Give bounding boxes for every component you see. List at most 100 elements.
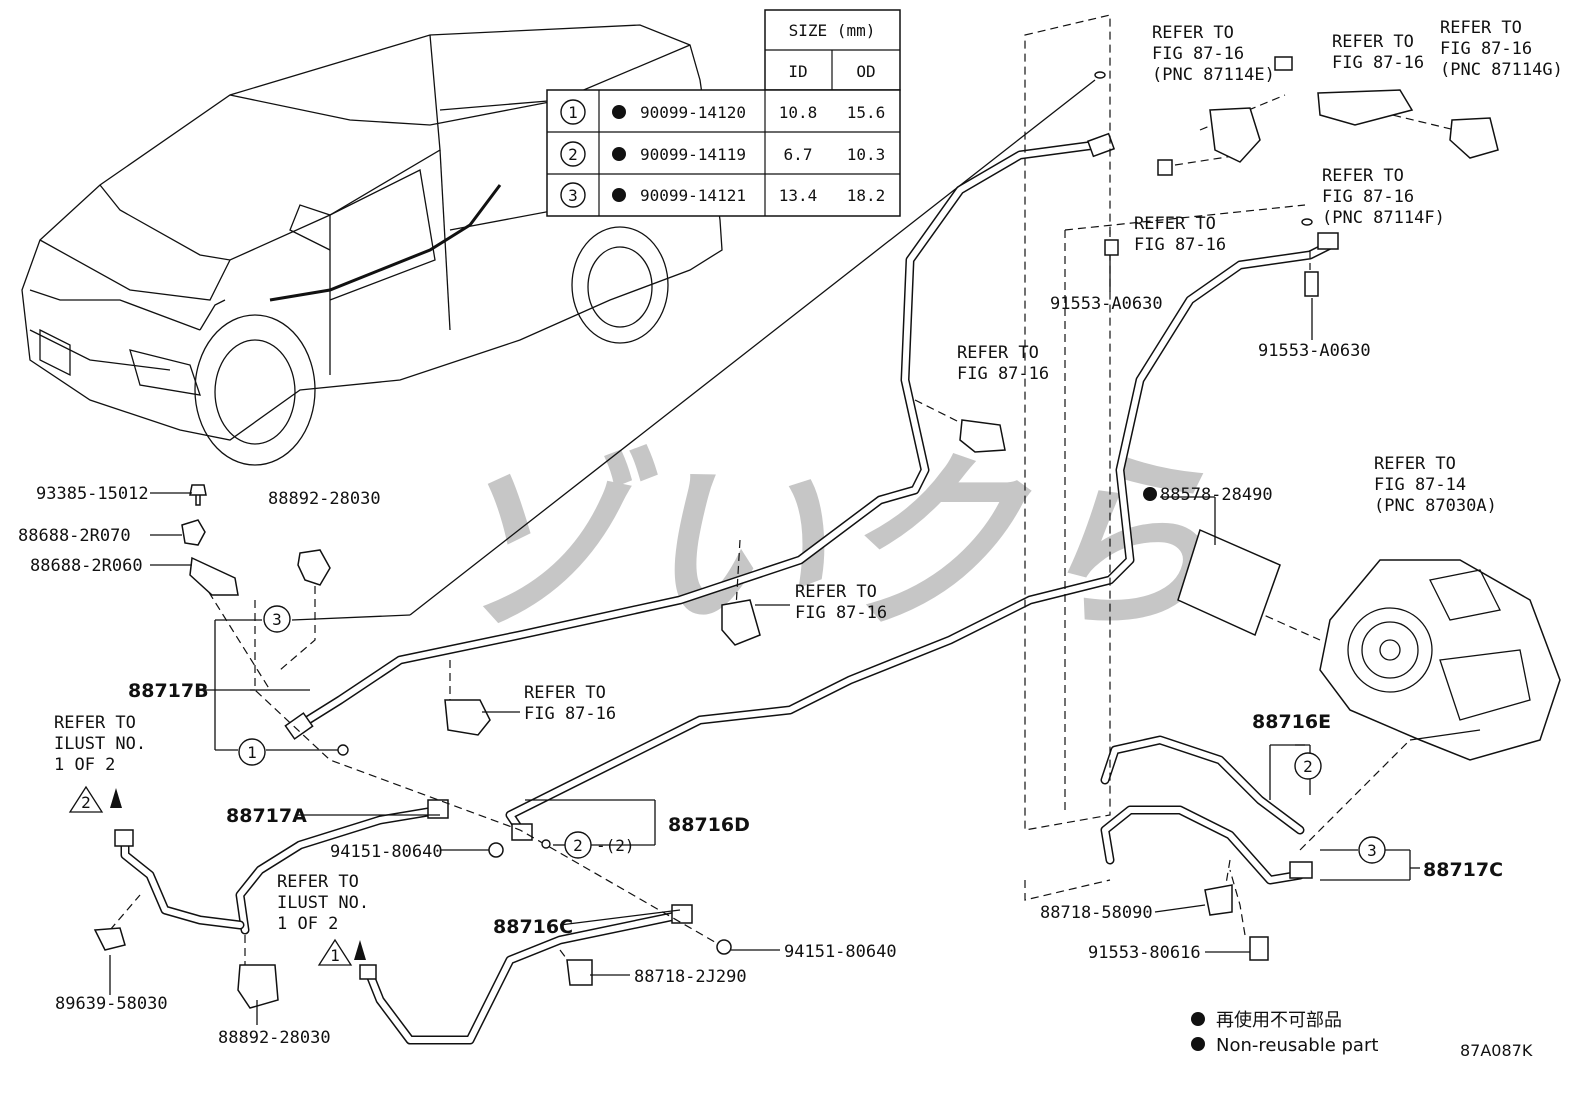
label-94151-80640-b: 94151-80640 [784, 942, 897, 962]
o-ring-icon [541, 839, 551, 849]
callout-3-c-label: 3 [1367, 841, 1377, 860]
o-ring-icon [337, 744, 349, 756]
non-reusable-dot [1191, 1037, 1205, 1051]
bolt-icon [1304, 271, 1319, 297]
label-88716C: 88716C [493, 916, 573, 938]
table-row-1-part: 90099-14120 [640, 103, 746, 122]
callout-1 [238, 738, 266, 766]
pipe-88717A [235, 799, 449, 935]
table-row-1-circle [560, 99, 586, 125]
pipe-88717B [284, 132, 1116, 740]
pipe-left-lower [114, 829, 245, 930]
clip-icon [721, 599, 761, 646]
table-row-1-od: 15.6 [847, 103, 886, 122]
label-88717A: 88717A [226, 805, 307, 827]
label-91553-A0630-b: 91553-A0630 [1258, 341, 1371, 361]
label-88718-58090: 88718-58090 [1040, 903, 1153, 923]
triangle-refs: 2 1 [68, 785, 366, 966]
non-reusable-dot [1143, 487, 1157, 501]
table-header-size: SIZE (mm) [789, 21, 876, 40]
non-reusable-dot [612, 105, 626, 119]
o-ring-icon [1094, 71, 1106, 79]
size-table: SIZE (mm) ID OD 1 90099-14120 10.8 15.6 … [546, 9, 901, 217]
clip-icon [297, 549, 331, 586]
watermark: ゾいクら [440, 434, 1224, 655]
label-88578-28490: 88578-28490 [1160, 485, 1273, 505]
clip-icon [93, 927, 126, 951]
table-row-3-od: 18.2 [847, 186, 886, 205]
table-row-2-part: 90099-14119 [640, 145, 746, 164]
bracket-icon [189, 556, 239, 596]
clip-icon [1209, 107, 1261, 163]
clip-icon [1204, 884, 1233, 916]
bolt-icon [1104, 239, 1119, 256]
non-reusable-dot [612, 188, 626, 202]
table-row-2-circle [560, 141, 586, 167]
table-row-3-id: 13.4 [779, 186, 818, 205]
label-89639-58030: 89639-58030 [55, 994, 168, 1014]
table-row-1-id: 10.8 [779, 103, 818, 122]
diagram-code: 87A087K [1460, 1041, 1533, 1060]
arrow-up-icon [354, 940, 366, 960]
table-row-3-part: 90099-14121 [640, 186, 746, 205]
label-callout-paren: -(2) [596, 836, 635, 855]
bolt-icon [1274, 56, 1293, 71]
table-header-od: OD [856, 62, 875, 81]
bolt-icon [189, 484, 207, 506]
triangle-1-label: 1 [330, 946, 340, 965]
label-91553-A0630-a: 91553-A0630 [1050, 294, 1163, 314]
clip-parts [93, 56, 1499, 1009]
table-row-3-circle [560, 182, 586, 208]
pipe-88716C [359, 904, 693, 1045]
part-labels: 93385-15012 88688-2R070 88688-2R060 8889… [18, 294, 1503, 1048]
legend-english: Non-reusable part [1216, 1035, 1378, 1056]
label-88718-2J290: 88718-2J290 [634, 967, 747, 987]
label-93385-15012: 93385-15012 [36, 484, 149, 504]
clamp-icon [181, 519, 206, 546]
table-row-2-od: 10.3 [847, 145, 886, 164]
label-94151-80640-a: 94151-80640 [330, 842, 443, 862]
clip-icon [1449, 117, 1499, 159]
pipe-88717C [1100, 805, 1313, 885]
callout-3 [263, 605, 291, 633]
clip-icon [444, 699, 491, 736]
label-88717B: 88717B [128, 680, 209, 702]
table-row-1-num: 1 [568, 103, 578, 122]
label-88688-2R070: 88688-2R070 [18, 526, 131, 546]
triangle-2-label: 2 [81, 793, 91, 812]
vehicle-illustration [21, 24, 723, 466]
callout-1-label: 1 [247, 743, 257, 762]
label-88716D: 88716D [668, 814, 750, 836]
table-row-2-num: 2 [568, 145, 578, 164]
callout-3-label: 3 [272, 610, 282, 629]
clip-icon [237, 964, 279, 1009]
callout-2-label: 2 [573, 836, 583, 855]
o-ring-icon [1301, 218, 1313, 226]
clip-icon [566, 959, 593, 986]
table-header-id: ID [788, 62, 807, 81]
label-plate [1177, 528, 1281, 637]
label-88688-2R060: 88688-2R060 [30, 556, 143, 576]
label-88716E: 88716E [1252, 711, 1331, 733]
label-88892-28030-bottom: 88892-28030 [218, 1028, 331, 1048]
non-reusable-dot [612, 147, 626, 161]
callout-2 [564, 831, 592, 859]
legend-japanese: 再使用不可部品 [1216, 1010, 1342, 1031]
callout-2-e [1294, 752, 1322, 780]
pipe-88716E [1100, 735, 1305, 835]
legend: 再使用不可部品 Non-reusable part [1191, 1010, 1378, 1056]
non-reusable-dot [1191, 1012, 1205, 1026]
label-88892-28030-top: 88892-28030 [268, 489, 381, 509]
